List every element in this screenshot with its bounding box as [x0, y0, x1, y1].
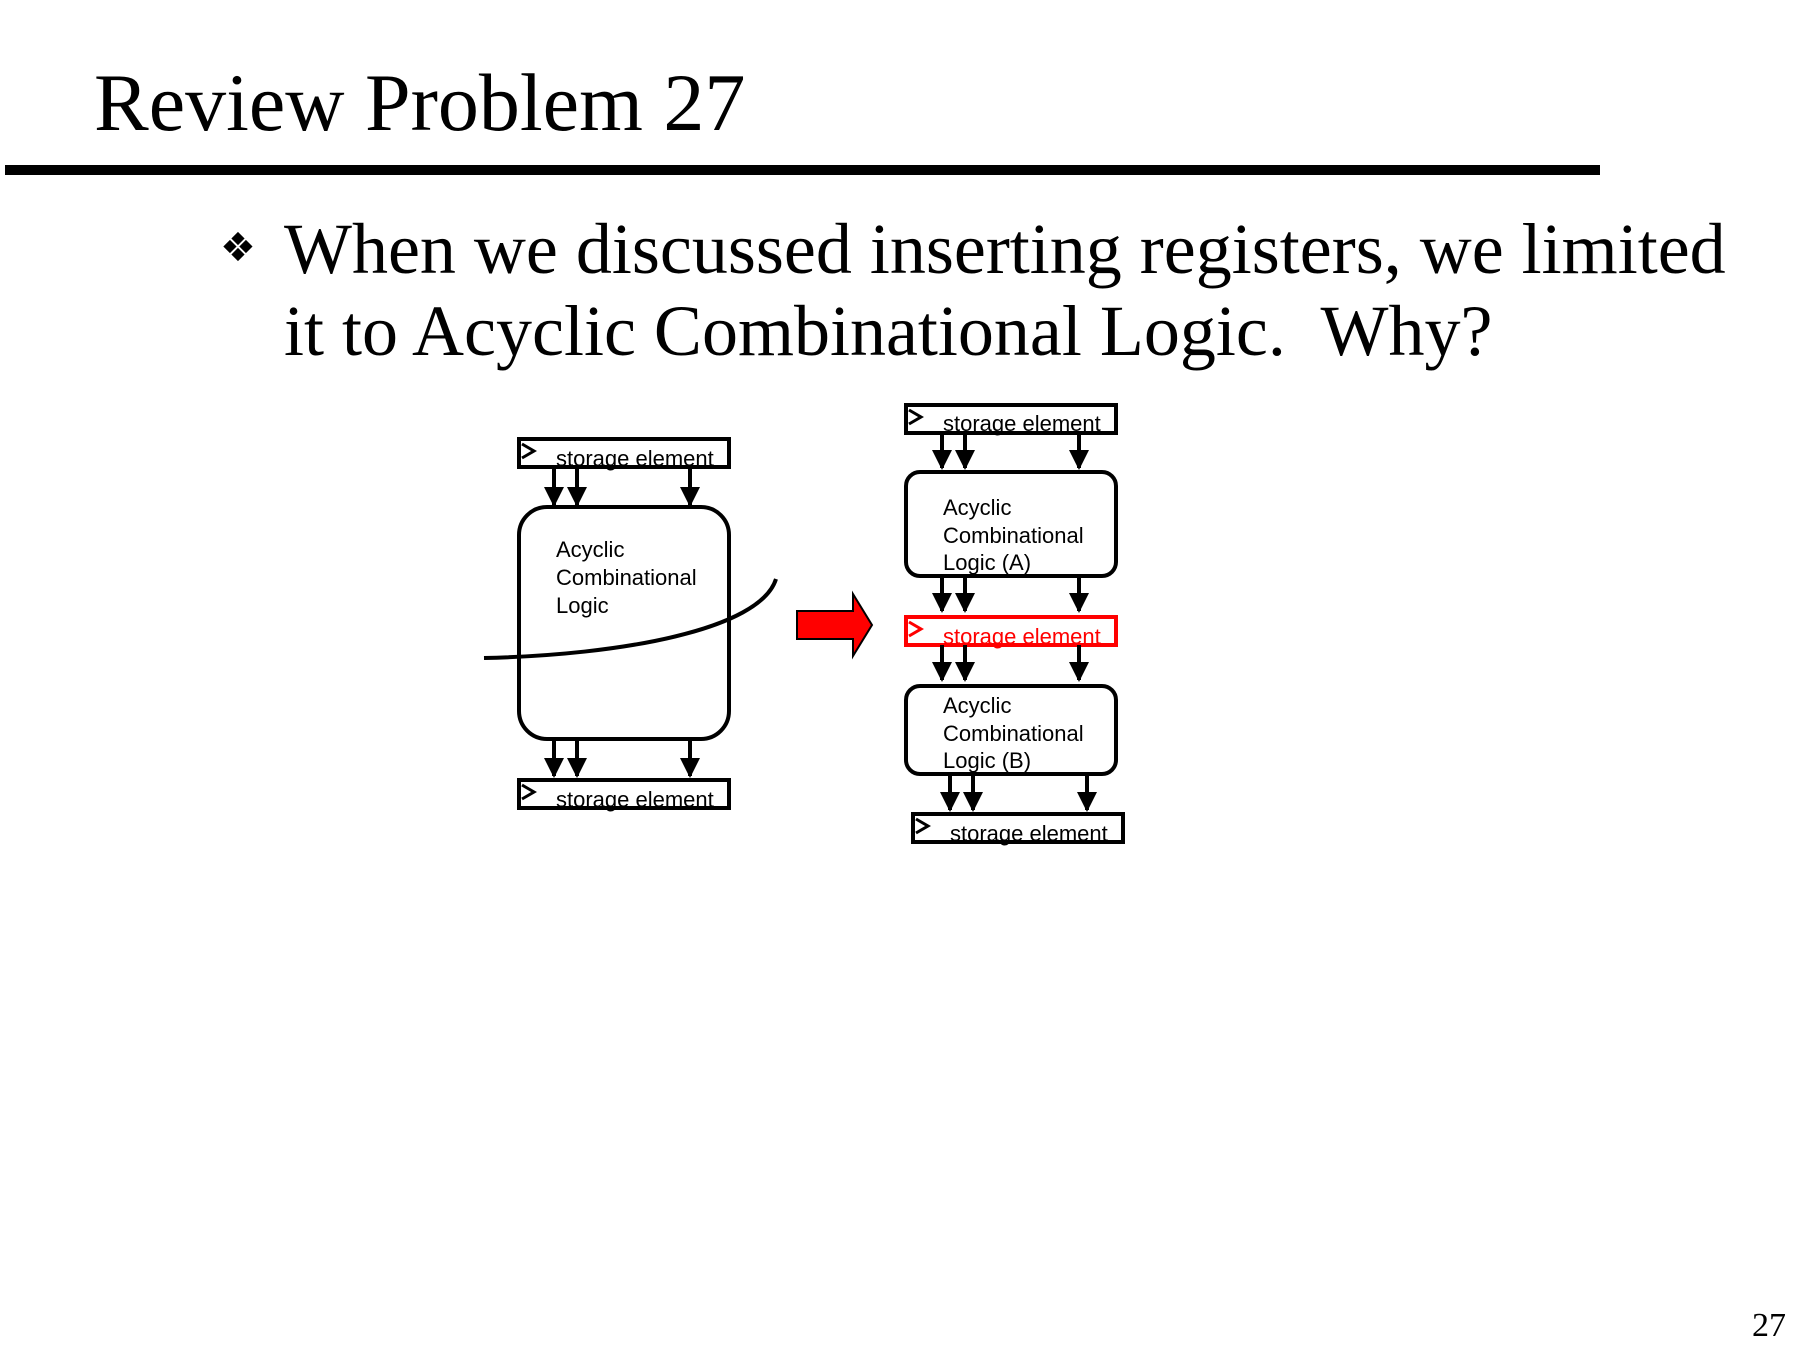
storage-element-right-bottom: storage element — [911, 812, 1125, 846]
left-top-arrows — [544, 467, 700, 507]
left-bottom-arrows — [544, 739, 700, 778]
storage-element-right-top: storage element — [904, 403, 1118, 436]
logic-block-left — [517, 505, 731, 741]
right-middle-arrows-top — [932, 576, 1089, 613]
right-top-arrows — [932, 433, 1089, 470]
clock-triangle-icon — [521, 783, 537, 801]
storage-element-left-bottom: storage element — [517, 778, 731, 812]
cut-line — [483, 578, 778, 660]
title-divider — [5, 165, 1600, 175]
clock-triangle-icon — [908, 620, 924, 638]
left-diagram: storage element Acyclic Combinational Lo… — [483, 437, 778, 812]
logic-block-b — [904, 684, 1118, 776]
storage-label-right-bottom: storage element — [950, 821, 1108, 846]
storage-label-right-top: storage element — [943, 411, 1101, 436]
storage-element-right-middle: storage element — [904, 615, 1118, 649]
bullet-text: When we discussed inserting registers, w… — [284, 208, 1784, 372]
logic-a-line-3: Logic (A) — [943, 550, 1031, 575]
storage-label-right-middle: storage element — [943, 624, 1101, 649]
diamond-bullet-icon: ❖ — [220, 225, 256, 271]
logic-a-line-2: Combinational — [943, 523, 1084, 548]
logic-left-line-1: Acyclic — [556, 537, 624, 562]
transform-arrow-icon — [796, 590, 874, 660]
clock-triangle-icon — [521, 442, 537, 460]
logic-block-a — [904, 470, 1118, 578]
storage-element-left-top: storage element — [517, 437, 731, 471]
logic-b-line-3: Logic (B) — [943, 748, 1031, 773]
right-middle-arrows-bottom — [932, 645, 1089, 682]
right-bottom-arrows — [940, 774, 1097, 812]
logic-b-line-1: Acyclic — [943, 693, 1011, 718]
page-number: 27 — [1752, 1307, 1786, 1344]
logic-left-line-3: Logic — [556, 593, 609, 618]
logic-left-line-2: Combinational — [556, 565, 697, 590]
logic-a-line-1: Acyclic — [943, 495, 1011, 520]
bullet-line-1: When we discussed inserting registers, w… — [284, 209, 1726, 289]
storage-label-left-bottom: storage element — [556, 787, 714, 812]
clock-triangle-icon — [915, 817, 931, 835]
bullet-line-2: it to Acyclic Combinational Logic. Why? — [284, 291, 1493, 371]
logic-b-line-2: Combinational — [943, 721, 1084, 746]
clock-triangle-icon — [908, 408, 924, 426]
right-diagram: storage element Acyclic Combinational Lo… — [904, 403, 1125, 846]
storage-label-left-top: storage element — [556, 446, 714, 471]
slide-title: Review Problem 27 — [94, 57, 746, 148]
